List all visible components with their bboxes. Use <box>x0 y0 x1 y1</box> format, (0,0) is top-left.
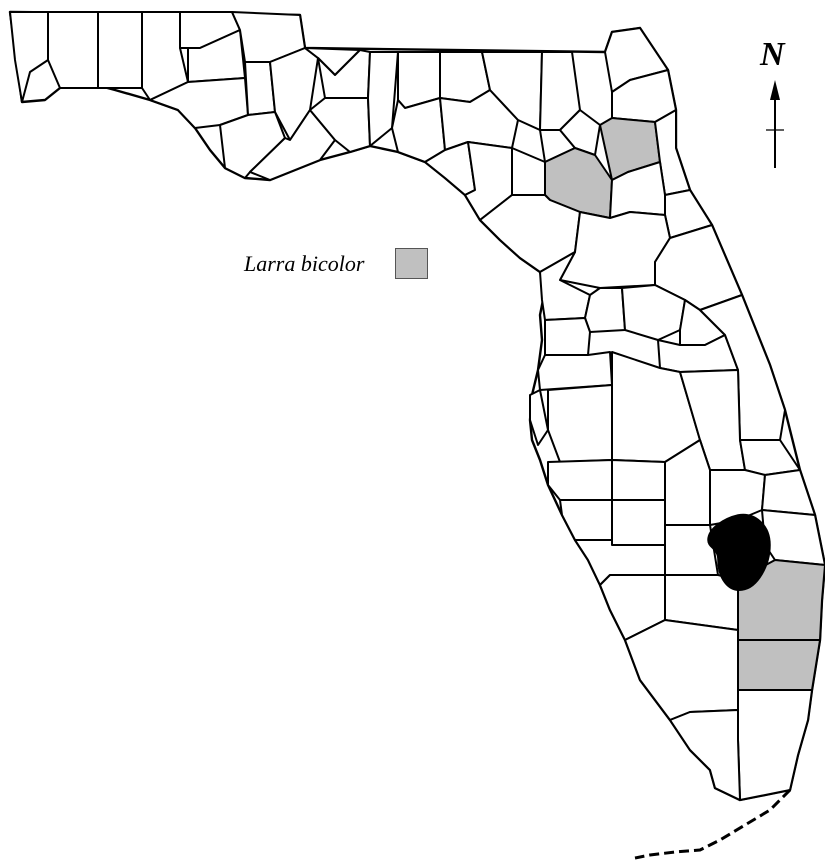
county-sumter <box>584 287 626 333</box>
county-indian-river <box>739 439 801 476</box>
county-broward <box>737 639 821 691</box>
county-santa-rosa <box>47 11 99 89</box>
county-martin <box>761 509 825 566</box>
county-gilchrist <box>511 147 546 196</box>
county-st-lucie <box>761 469 816 516</box>
county-pasco <box>537 351 613 391</box>
county-hardee <box>611 459 666 501</box>
county-taylor <box>391 97 446 163</box>
county-franklin <box>249 109 336 181</box>
county-pinellas <box>529 389 549 446</box>
county-miami-dade <box>737 689 813 801</box>
county-washington <box>187 29 246 83</box>
county-columbia <box>481 51 543 131</box>
county-sarasota <box>559 499 613 541</box>
lake-okeechobee <box>707 513 771 591</box>
north-arrow-label: N <box>760 36 785 73</box>
county-okaloosa <box>97 11 143 89</box>
county-bradford <box>559 109 601 156</box>
florida-keys <box>634 788 792 860</box>
county-hernando <box>544 317 591 356</box>
county-escambia <box>9 11 49 103</box>
county-monroe <box>669 709 741 801</box>
county-collier <box>624 619 739 721</box>
north-arrow-head <box>770 80 780 100</box>
legend-swatch <box>395 248 428 279</box>
county-desoto <box>611 499 666 546</box>
county-hillsborough <box>547 384 613 463</box>
county-manatee <box>547 459 613 501</box>
legend-species-label: Larra bicolor <box>244 251 365 276</box>
county-jefferson <box>367 51 399 147</box>
